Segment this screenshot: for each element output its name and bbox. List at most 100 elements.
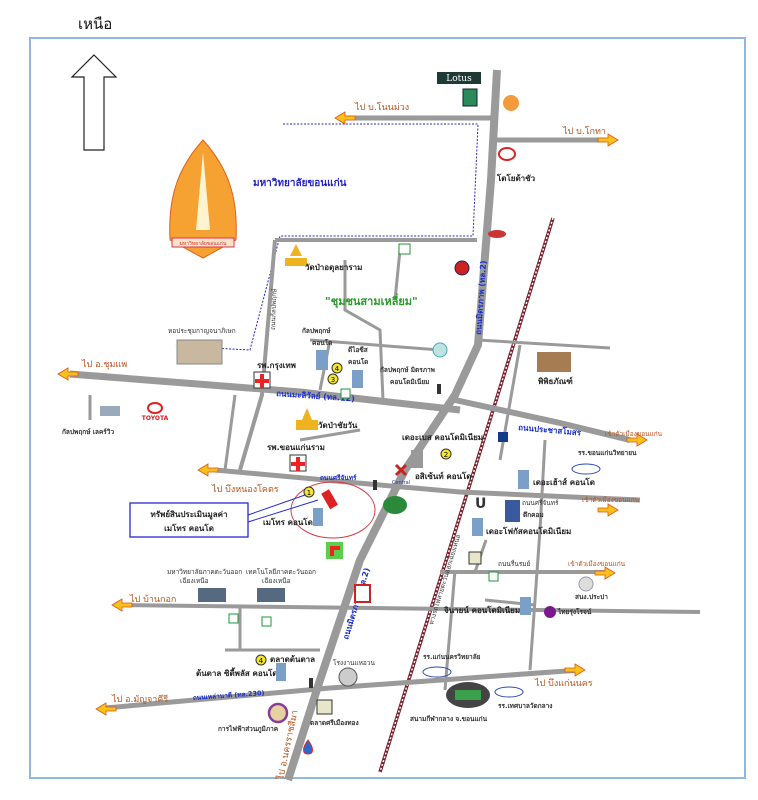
direction-non-muang: ไป บ.โนนม่วง (354, 102, 409, 113)
place-kp-mit-line2: คอนโดมิเนียม (390, 377, 429, 386)
place-kk-wittayayon: รร.ขอนแก่นวิทยายน (578, 449, 637, 457)
map-frame (29, 37, 746, 779)
central-logo: Central (392, 463, 410, 486)
seven-eleven-icon (398, 243, 411, 255)
place-jinai-condo: จินายน์ คอนโดมิเนียม (444, 605, 520, 615)
place-tech-line2: เฉียงเหนือ (262, 577, 291, 585)
place-kp-condo-line1: กัลปพฤกษ์ (302, 327, 331, 335)
arrow-left-icon (57, 367, 79, 381)
university-boundary (174, 123, 479, 351)
place-museum: พิพิธภัณฑ์ (538, 376, 573, 386)
direction-ban-kok: ไป บ้านกอก (129, 594, 176, 605)
school-icon (494, 686, 524, 698)
place-wat-pa-adun: วัดป่าอดุลยาราม (305, 263, 362, 273)
callout-line (247, 499, 319, 523)
lotus-logo: Lotus (437, 72, 481, 84)
seven-eleven-icon (488, 571, 499, 582)
place-kp-condo-line2: คอนโด (312, 338, 332, 347)
park-icon (383, 496, 407, 514)
bank-icon (462, 88, 478, 107)
callout-line (247, 494, 306, 516)
hospital-icon (289, 454, 307, 472)
road-label-srichan-east: ถนนศรีจันทร์ (522, 499, 559, 507)
place-the-house: เดอะเฮ้าส์ คอนโด (533, 477, 595, 487)
traffic-light-icon (309, 678, 313, 688)
place-stadium: สนามกีฬากลาง จ.ขอนแก่น (410, 715, 488, 723)
traffic-light-icon (373, 480, 377, 490)
place-bangkok-hospital: รพ.กรุงเทพ (257, 361, 296, 371)
place-wat-klang-school: รร.เทศบาลวัดกลาง (498, 702, 552, 710)
place-pea: การไฟฟ้าส่วนภูมิภาค (218, 724, 278, 734)
place-metro-condo: เมโทร คอนโด (263, 517, 313, 527)
road-label-kanlapaphruek: ถนนกัลปพฤกษ์ (269, 288, 278, 330)
condo-building-icon (520, 597, 531, 615)
direction-mancha-khiri: ไป อ.มัญจาคีรี (111, 694, 168, 705)
caltex-icon (454, 260, 470, 276)
place-ascent: อสิเซ้นท์ คอนโด (415, 471, 472, 481)
condo-building-icon (411, 450, 423, 468)
place-dcondo-line1: ดีไอซีส (348, 345, 368, 354)
place-tontan-condo: ต้นตาล ซิตี้พลัส คอนโด (196, 667, 278, 678)
condo-building-icon (472, 518, 483, 536)
railway (378, 217, 555, 773)
place-toyota-chua: โตโยต้าชัว (496, 173, 536, 183)
direction-arrows (57, 111, 648, 716)
road-label-ruenrom: ถนนรื่นรมย์ (498, 559, 531, 568)
museum-icon (537, 352, 571, 372)
place-tuk-com: ตึกคอม (523, 511, 544, 519)
road-label-srichan-west: ถนนศรีจันทร์ (320, 474, 357, 482)
school-icon (571, 463, 601, 475)
seven-eleven-icon (228, 613, 239, 624)
arrow-left-icon (111, 598, 133, 612)
place-kanchana-hall: หอประชุมกาญจนาภิเษก (168, 327, 236, 335)
university-label: มหาวิทยาลัยขอนแก่น (253, 177, 347, 189)
marker-2: 2 (440, 448, 452, 460)
direction-chum-phae: ไป อ.ชุมแพ (81, 359, 127, 370)
logo-icon (503, 95, 519, 111)
university-building-icon (257, 588, 285, 602)
nissan-icon (488, 230, 506, 238)
condo-building-icon (316, 350, 328, 370)
north-label: เหนือ (78, 15, 113, 33)
seven-eleven-icon (261, 616, 272, 627)
bigc-logo (326, 542, 343, 559)
direction-bueng-kaen-nakhon: ไป บึงแก่นนคร (534, 678, 593, 689)
arrow-left-icon (95, 702, 117, 716)
marker-4: 4 (331, 362, 343, 374)
direction-kotha: ไป บ.โกทา (562, 126, 606, 137)
svg-text:1: 1 (307, 489, 311, 497)
callout-subtitle: เมโทร คอนโด (164, 523, 214, 533)
hospital-icon (253, 371, 271, 389)
svg-text:2: 2 (444, 451, 448, 459)
building-icon (505, 500, 520, 522)
place-neu-line1: มหาวิทยาลัยภาคตะวันออก (167, 568, 242, 576)
kku-logo: มหาวิทยาลัยขอนแก่น (169, 139, 237, 259)
direction-city-2: เข้าตัวเมืองขอนแก่น (582, 496, 640, 504)
arrow-right-icon (626, 433, 648, 447)
hall-icon (176, 339, 223, 365)
community-label: "ชุมชนสามเหลี่ยม" (325, 293, 418, 309)
roads (69, 69, 701, 782)
place-tontan-market: ตลาดต้นตาล (270, 654, 315, 664)
marker-1: 1 (303, 486, 315, 498)
arrow-left-icon (334, 111, 356, 125)
condo-building-icon (276, 663, 286, 681)
arrow-left-icon (197, 463, 219, 477)
store-logo (354, 584, 371, 603)
shrine-icon (468, 551, 482, 565)
place-kaen-nakhon-school: รร.แก่นนครวิทยาลัย (423, 653, 481, 661)
place-water-office: สนง.ประปา (575, 593, 608, 601)
place-kp-mit-line1: กัลปพฤกษ์ มิตรภาพ (380, 366, 435, 374)
direction-city-1: เข้าตัวเมืองขอนแก่น (605, 430, 663, 438)
place-the-focus: เดอะโฟกัสคอนโดมิเนียม (486, 526, 571, 536)
place-kp-lakeview: กัลปพฤกษ์ เลคร์วิว (62, 428, 114, 436)
place-wat-pa-chaiyawan: วัดป่าชัยวัน (318, 421, 358, 430)
temple-icon (285, 244, 307, 266)
marker-4b: 4 (255, 654, 267, 666)
bus-icon (321, 489, 338, 510)
svg-text:3: 3 (331, 376, 335, 384)
place-the-base: เดอะเบส คอนโดมิเนียม (402, 432, 483, 442)
arrow-right-icon (597, 503, 619, 517)
callout-box[interactable]: ทรัพย์สินประเมินมูลค่า เมโทร คอนโด (129, 502, 249, 538)
